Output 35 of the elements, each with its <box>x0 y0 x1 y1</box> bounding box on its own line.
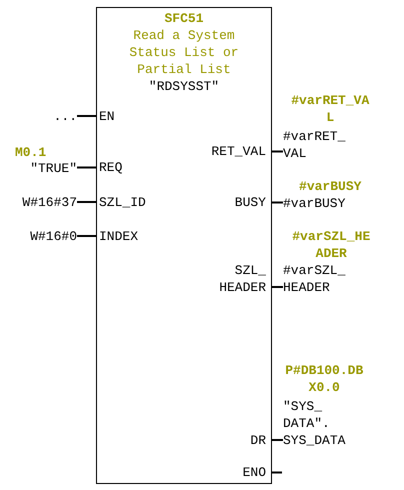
block-description: Read a System Status List or Partial List <box>128 27 240 78</box>
symbol-label: #varRET_VAL <box>291 92 370 126</box>
block-name: "RDSYSST" <box>148 78 220 95</box>
pin-label: RET_VAL <box>211 143 271 160</box>
pin-label: BUSY <box>234 194 271 211</box>
operand-label: ... <box>54 108 77 124</box>
operand-label: "TRUE" <box>30 160 77 176</box>
pin-label: EN <box>97 108 115 125</box>
symbol-label: P#DB100.DBX0.0 <box>285 362 364 396</box>
connector-line <box>77 166 97 168</box>
pin-label: SZL_HEADER <box>208 262 271 296</box>
connector-line <box>77 235 97 237</box>
pin-label: SZL_ID <box>97 194 146 211</box>
connector-line <box>77 115 97 117</box>
pin-label: ENO <box>242 464 271 481</box>
operand-label: W#16#37 <box>22 194 77 210</box>
symbol-label: #varSZL_HEADER <box>292 228 370 262</box>
connector-line <box>271 472 282 474</box>
operand-label: W#16#0 <box>30 228 77 244</box>
connector-line <box>271 150 283 152</box>
pin-label: INDEX <box>97 228 138 245</box>
connector-line <box>271 439 283 441</box>
operand-label: #varSZL_HEADER <box>283 262 350 296</box>
operand-label: #varBUSY <box>283 194 346 212</box>
connector-line <box>271 202 283 204</box>
symbol-label: M0.1 <box>15 144 46 160</box>
connector-line <box>271 286 283 288</box>
symbol-label: #varBUSY <box>298 178 362 194</box>
operand-label: #varRET_VAL <box>283 128 350 162</box>
pin-label: DR <box>250 432 271 449</box>
function-block <box>96 7 272 484</box>
operand-label: "SYS_DATA".SYS_DATA <box>283 398 350 448</box>
pin-label: REQ <box>97 159 122 176</box>
block-title: SFC51 <box>164 10 204 27</box>
connector-line <box>77 201 97 203</box>
